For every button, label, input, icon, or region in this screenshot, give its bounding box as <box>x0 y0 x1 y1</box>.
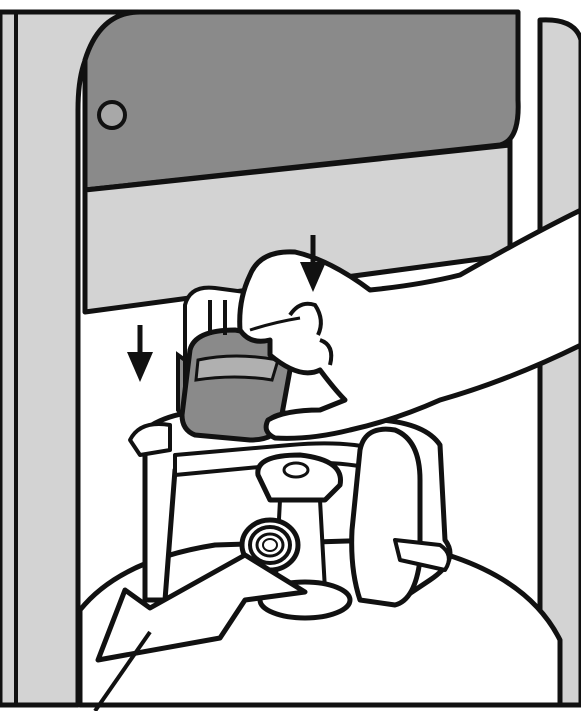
down-arrow-icon <box>127 325 153 382</box>
bolt-icon <box>99 102 125 128</box>
